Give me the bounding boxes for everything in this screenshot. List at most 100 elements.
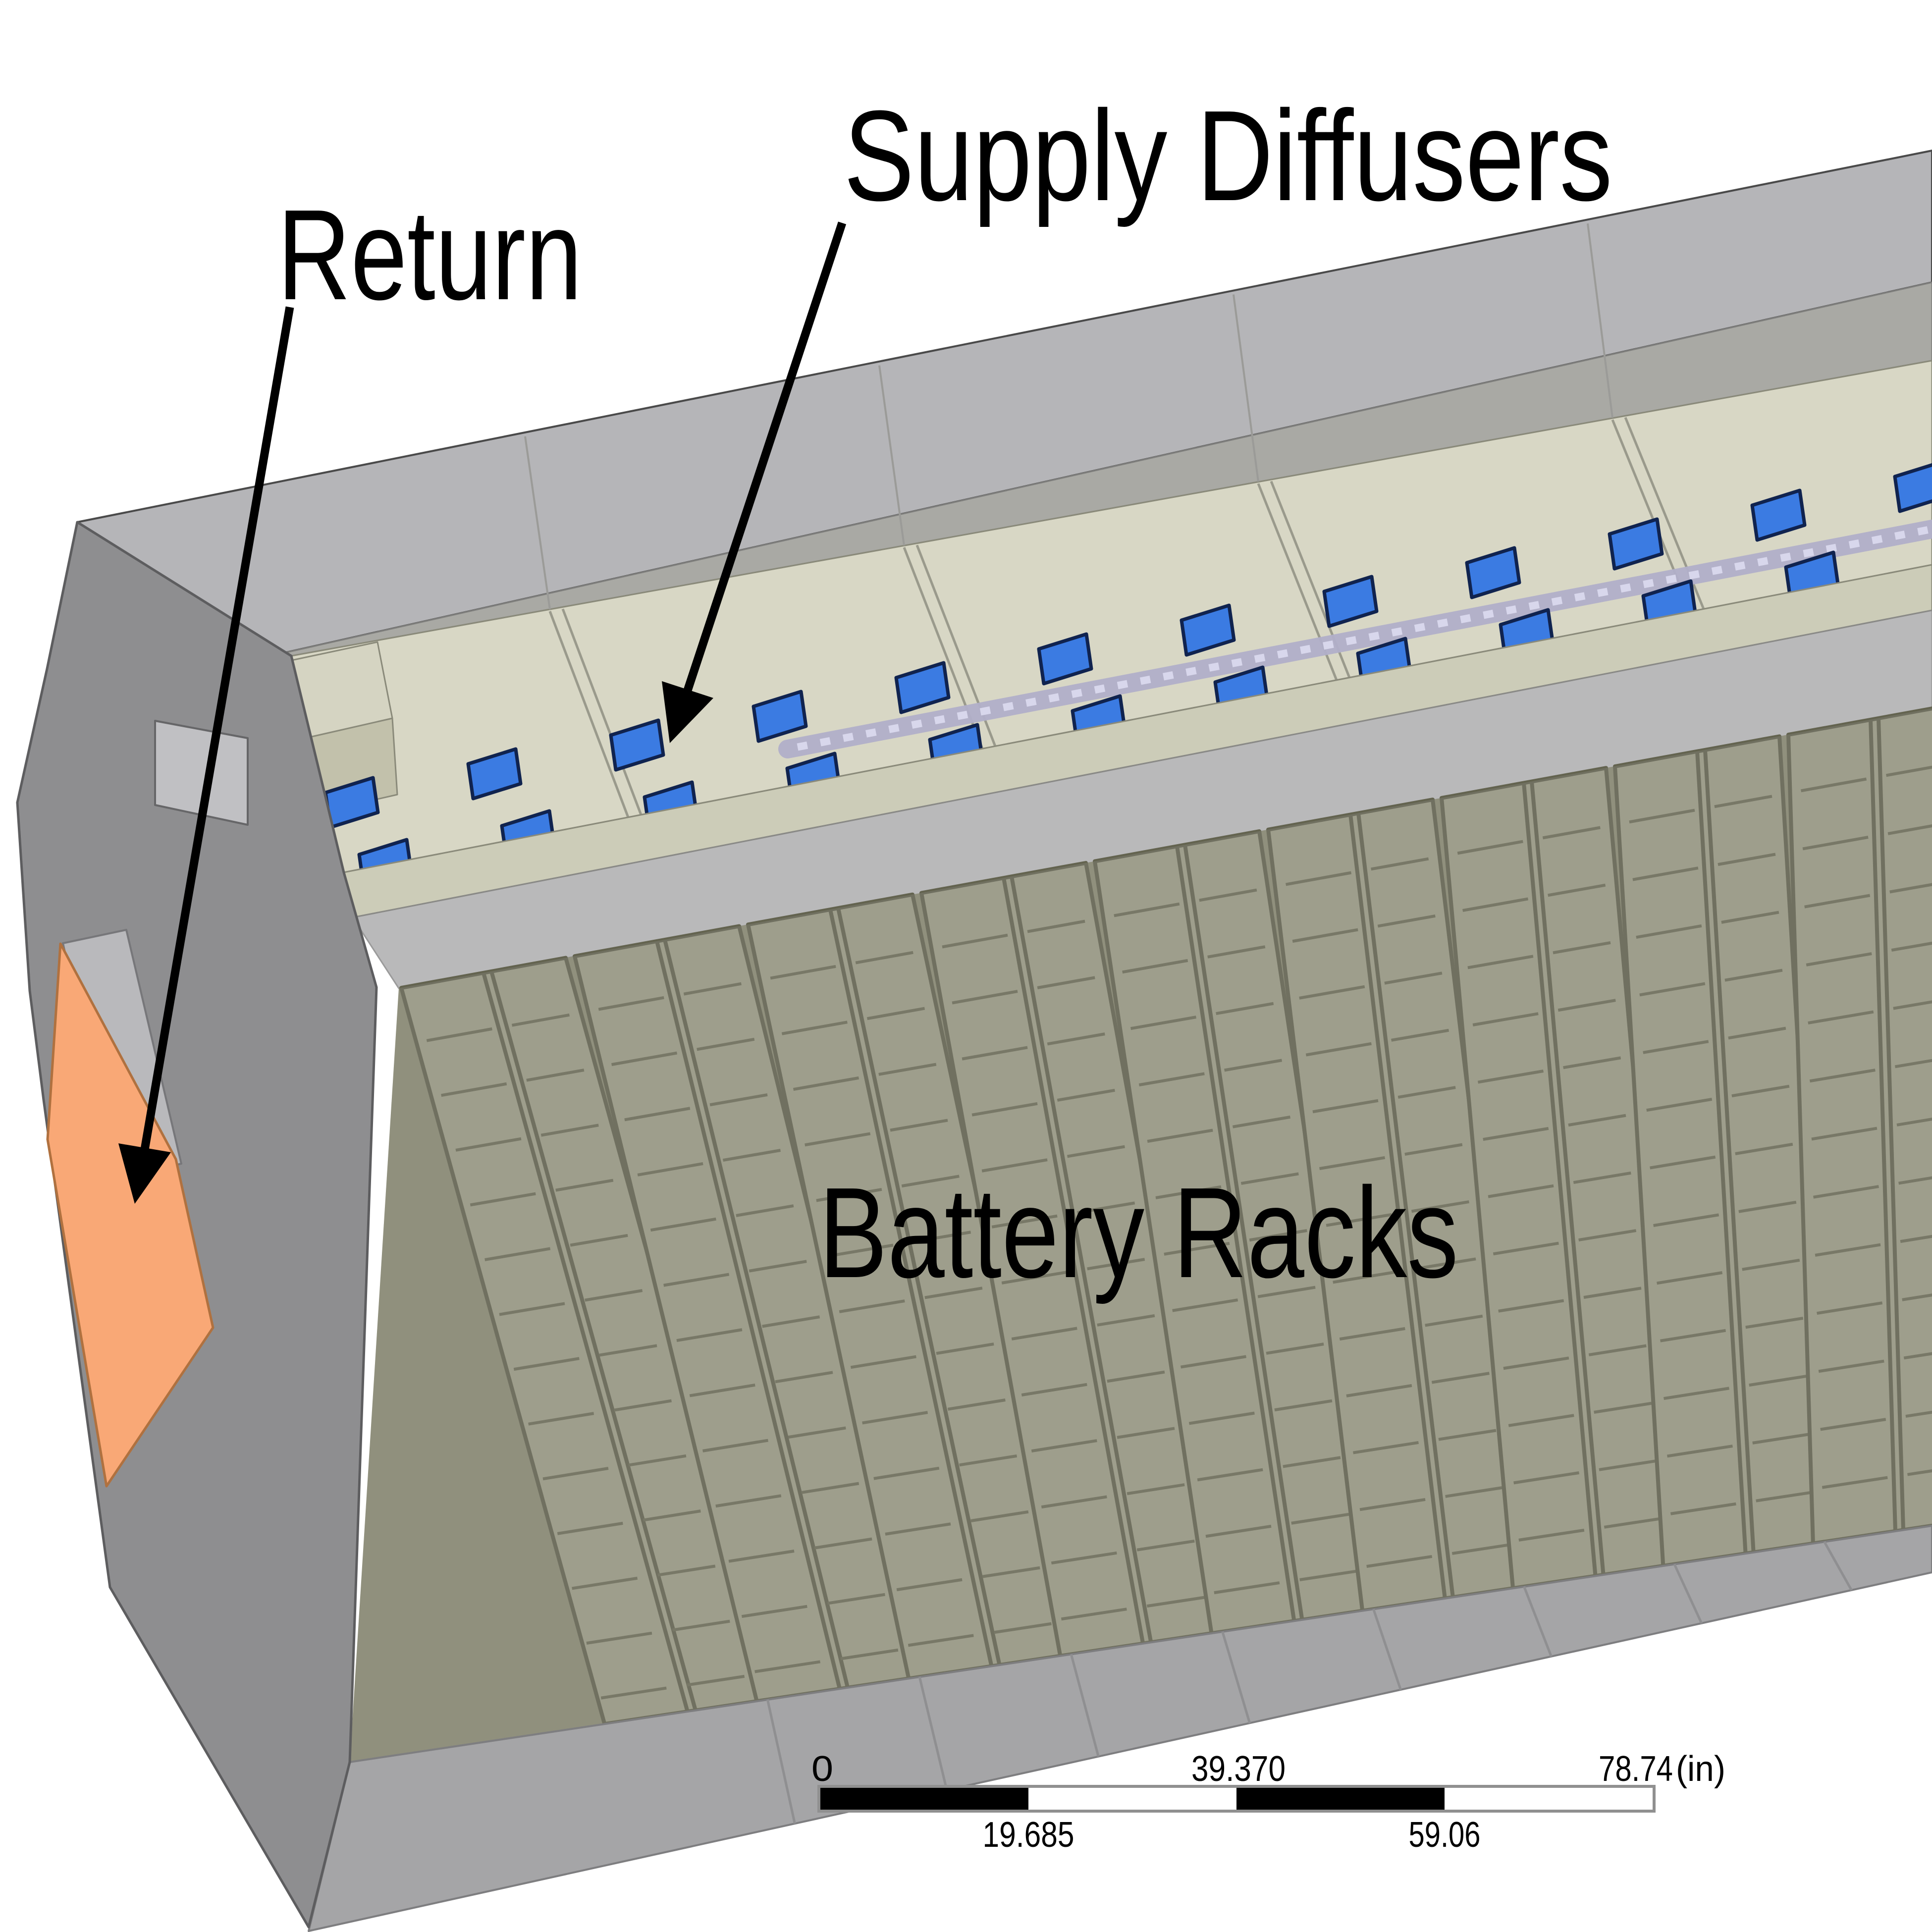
rack-shelf-line bbox=[1117, 1427, 1175, 1439]
rack-shelf-line bbox=[1804, 894, 1871, 909]
rack-shelf-line bbox=[513, 1357, 580, 1371]
rack-shelf-line bbox=[970, 1510, 1029, 1522]
rack-shelf-line bbox=[1806, 952, 1872, 966]
rack-shelf-line bbox=[1031, 1439, 1097, 1453]
rack-shelf-line bbox=[873, 1466, 940, 1480]
rack-shelf-line bbox=[924, 1287, 983, 1299]
rack-shelf-line bbox=[1127, 1483, 1185, 1496]
rack-shelf-line bbox=[1599, 1459, 1657, 1471]
rack-shelf-line bbox=[1724, 968, 1783, 982]
rack-shelf-line bbox=[1292, 928, 1358, 943]
rack-shelf-line bbox=[1326, 1213, 1392, 1227]
rack-shelf-line bbox=[1745, 1316, 1804, 1329]
rack-shelf-line bbox=[1371, 857, 1429, 871]
supply-arrow-line bbox=[670, 221, 847, 731]
rack-shelf-line bbox=[1660, 1329, 1726, 1342]
rack-shelf-line bbox=[1319, 1156, 1386, 1170]
rack-shelf-line bbox=[1021, 1383, 1087, 1396]
rack-shelf-line bbox=[1339, 1327, 1405, 1341]
rack-shelf-line bbox=[1503, 1356, 1569, 1370]
rack-shelf-line bbox=[555, 1179, 614, 1192]
rack-shelf-line bbox=[1305, 1042, 1372, 1057]
rack-shelf-line bbox=[1887, 824, 1932, 835]
rack-shelf-line bbox=[611, 1051, 678, 1066]
rack-shelf-line bbox=[991, 1214, 1058, 1229]
rack-shelf-line bbox=[775, 1371, 833, 1384]
rack-shelf-line bbox=[1181, 1355, 1246, 1369]
rack-shelf-line bbox=[1136, 1539, 1195, 1552]
rack-shelf-line bbox=[1299, 1569, 1358, 1581]
rack-shelf-line bbox=[1397, 1086, 1456, 1099]
rack-shelf-line bbox=[971, 1102, 1038, 1117]
rack-shelf-line bbox=[1346, 1384, 1412, 1397]
rack-shelf-line bbox=[1568, 1114, 1626, 1127]
rack-shelf-line bbox=[1557, 999, 1616, 1012]
rack-shelf-line bbox=[1578, 1229, 1637, 1241]
front-wall-glass bbox=[350, 708, 1932, 1762]
rack-shelf-line bbox=[1047, 1032, 1105, 1046]
rack-shelf-line bbox=[1155, 1185, 1222, 1199]
floor-seam bbox=[766, 1699, 796, 1824]
rack-shelf-line bbox=[805, 1132, 871, 1147]
rack-shelf-line bbox=[1518, 1528, 1585, 1542]
rack-shelf-line bbox=[1146, 1596, 1205, 1608]
scale-tick-q1: 19.685 bbox=[983, 1815, 1074, 1855]
rack-shelf-line bbox=[441, 1082, 507, 1097]
rack-shelf-line bbox=[1756, 1491, 1814, 1503]
rack-shelf-line bbox=[1811, 1127, 1878, 1141]
rack-shelf-line bbox=[663, 1273, 730, 1287]
rack-shelf-line bbox=[1087, 1258, 1145, 1271]
rack-divider bbox=[482, 972, 690, 1713]
rack-shelf-line bbox=[709, 1093, 768, 1107]
rack-shelf-line bbox=[689, 1383, 755, 1397]
rack-shelf-line bbox=[1738, 1200, 1797, 1213]
rack-shelf-line bbox=[1573, 1171, 1631, 1184]
rack-shelf-line bbox=[1813, 1185, 1879, 1199]
rack-shelf-line bbox=[643, 1509, 701, 1522]
rack-shelf-line bbox=[1353, 1441, 1419, 1454]
rack-shelf-line bbox=[1257, 1286, 1316, 1298]
rack-shelf-line bbox=[1366, 1555, 1433, 1568]
rack-shelf-line bbox=[855, 951, 913, 965]
rack-shelf-line bbox=[1377, 914, 1436, 928]
rack-shelf-line bbox=[1205, 1524, 1272, 1538]
rack-shelf-line bbox=[1666, 1445, 1733, 1458]
rack-shelf-line bbox=[511, 1013, 570, 1027]
rack-shelf-line bbox=[840, 1648, 899, 1661]
return-arrowhead-icon bbox=[118, 1143, 171, 1204]
rack-shelf-line bbox=[1802, 836, 1869, 851]
rack-shelf-line bbox=[1188, 1411, 1255, 1425]
rack-shelf-line bbox=[1563, 1056, 1621, 1070]
rack-shelf-line bbox=[1214, 1581, 1280, 1595]
rack-shelf-line bbox=[1604, 1517, 1662, 1529]
supply-duct-perforations bbox=[797, 525, 1932, 751]
rack-shelf-line bbox=[1896, 1118, 1932, 1127]
rack-shelf-line bbox=[1057, 1088, 1115, 1102]
rack-divider bbox=[1877, 718, 1906, 1530]
rack-shelf-line bbox=[754, 1660, 821, 1673]
rack-shelf-line bbox=[1232, 1115, 1290, 1128]
rack-shelf-line bbox=[896, 1578, 963, 1592]
rack-shelf-line bbox=[470, 1192, 536, 1207]
rack-shelf-line bbox=[1391, 1028, 1449, 1042]
rack-shelf-line bbox=[1886, 765, 1932, 777]
scale-bar-segment-q1 bbox=[820, 1788, 1028, 1810]
rack-shelf-line bbox=[1815, 1243, 1881, 1257]
rack-shelf-line bbox=[1097, 1314, 1155, 1327]
rack-shelf-line bbox=[1051, 1551, 1117, 1565]
rack-shelf-line bbox=[1122, 959, 1188, 974]
rack-shelf-line bbox=[1900, 1234, 1932, 1243]
rack-shelf-line bbox=[901, 1175, 960, 1188]
floor-seam bbox=[1673, 1563, 1703, 1624]
rack-shelf-line bbox=[1299, 985, 1365, 1000]
rack-shelf-line bbox=[1670, 1502, 1736, 1515]
return-vent bbox=[46, 942, 215, 1488]
scale-tick-mid: 39.370 bbox=[1191, 1749, 1286, 1789]
rack-shelf-line bbox=[749, 1260, 807, 1273]
rack-shelf-line bbox=[793, 1076, 859, 1091]
rack-shelf-line bbox=[1431, 1372, 1490, 1384]
rack-divider bbox=[663, 939, 850, 1688]
rack-shelf-line bbox=[728, 1550, 795, 1563]
rack-shelf-line bbox=[542, 1467, 609, 1481]
rack-shelf-line bbox=[1905, 1410, 1932, 1418]
